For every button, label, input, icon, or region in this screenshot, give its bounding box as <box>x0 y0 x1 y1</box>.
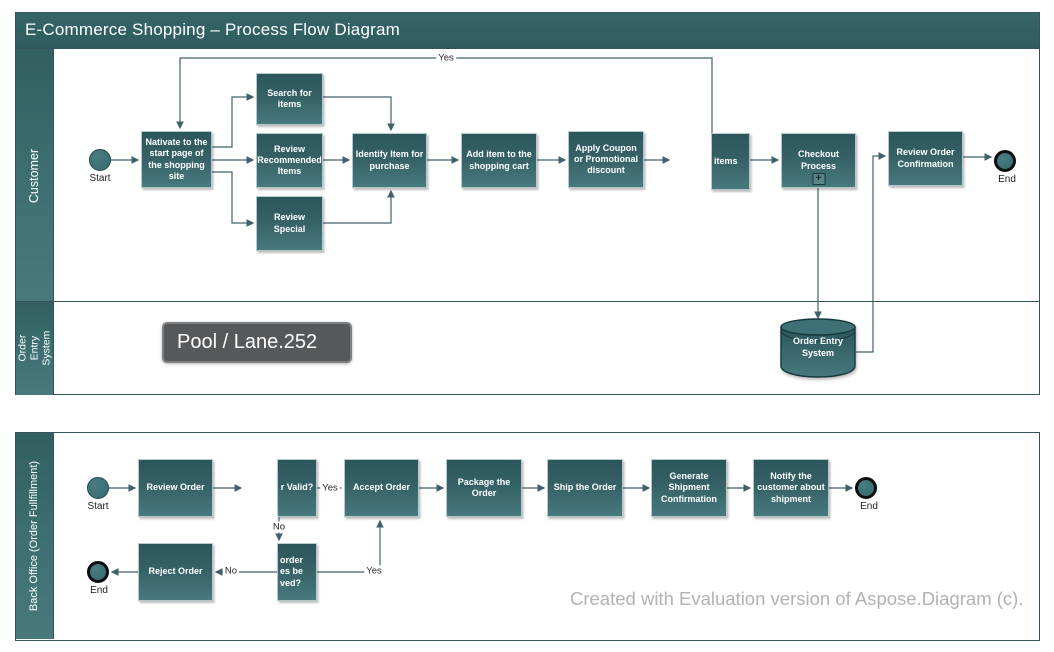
task-ship-order[interactable]: Ship the Order <box>547 459 623 517</box>
evaluation-watermark: Created with Evaluation version of Aspos… <box>570 588 1024 609</box>
lane-order-entry-system[interactable]: Order Entry System <box>16 302 54 395</box>
task-review-recommended-label: Review Recommended Items <box>257 143 322 177</box>
lane-back-office-label: Back Office (Order Fullfillment) <box>28 460 41 612</box>
task-resolve-clipped[interactable]: order es be ved? <box>277 543 317 601</box>
end-event-top-label: End <box>998 174 1016 185</box>
start-event-top[interactable] <box>89 149 111 171</box>
task-accept-order-label: Accept Order <box>352 482 411 493</box>
valid-no-label: No <box>270 521 288 533</box>
datastore-label: Order Entry System <box>792 336 843 358</box>
task-navigate[interactable]: Nativate to the start page of the shoppi… <box>141 131 212 188</box>
task-review-order[interactable]: Review Order <box>138 459 213 517</box>
task-notify-customer-label: Notify the customer about shipment <box>757 471 825 504</box>
task-order-valid-label: r Valid? <box>280 482 314 493</box>
start-event-top-label: Start <box>89 173 111 184</box>
task-navigate-label: Nativate to the start page of the shoppi… <box>145 137 208 181</box>
task-identify-item[interactable]: Identify Item for purchase <box>352 133 427 188</box>
task-items-label: items <box>714 155 738 166</box>
task-review-recommended[interactable]: Review Recommended Items <box>256 133 323 188</box>
pool-title[interactable]: E-Commerce Shopping – Process Flow Diagr… <box>16 13 1039 49</box>
task-review-order-label: Review Order <box>146 482 205 493</box>
task-package-order-label: Package the Order <box>457 476 511 498</box>
lane-tooltip-text: Pool / Lane.252 <box>177 331 318 353</box>
task-checkout-label: Checkout Process <box>797 149 839 171</box>
task-identify-item-label: Identify Item for purchase <box>355 149 424 171</box>
task-generate-confirmation-label: Generate Shipment Confirmation <box>661 471 717 504</box>
task-search-items-label: Search for items <box>267 87 312 109</box>
task-items-clipped[interactable]: items <box>711 133 750 190</box>
task-checkout-process[interactable]: Checkout Process + <box>781 133 856 188</box>
lane-customer-label: Customer <box>27 148 42 203</box>
task-review-confirmation-label: Review Order Confirmation <box>896 147 955 169</box>
end-event-bottom-left-label: End <box>90 585 108 596</box>
task-accept-order[interactable]: Accept Order <box>344 459 419 517</box>
lane-customer[interactable]: Customer <box>16 49 54 302</box>
start-event-bottom[interactable] <box>87 477 109 499</box>
lane-tooltip: Pool / Lane.252 <box>162 322 352 363</box>
task-resolve-label: order es be ved? <box>280 555 304 588</box>
end-event-bottom-right-label: End <box>860 501 878 512</box>
resolve-yes-label: Yes <box>364 565 384 577</box>
task-generate-confirmation[interactable]: Generate Shipment Confirmation <box>651 459 727 517</box>
valid-yes-label: Yes <box>320 482 340 494</box>
task-add-to-cart[interactable]: Add item to the shopping cart <box>461 133 537 188</box>
task-review-special-label: Review Special <box>273 212 306 234</box>
end-event-bottom-right[interactable] <box>855 477 877 499</box>
task-search-items[interactable]: Search for items <box>256 73 323 125</box>
task-notify-customer[interactable]: Notify the customer about shipment <box>753 459 829 517</box>
end-event-bottom-left[interactable] <box>87 561 109 583</box>
task-review-confirmation[interactable]: Review Order Confirmation <box>888 131 963 186</box>
task-add-to-cart-label: Add item to the shopping cart <box>466 149 532 171</box>
start-event-bottom-label: Start <box>87 501 109 512</box>
task-apply-coupon[interactable]: Apply Coupon or Promotional discount <box>568 131 644 188</box>
subprocess-plus-icon: + <box>812 173 825 185</box>
lane-order-entry-label: Order Entry System <box>16 330 53 366</box>
resolve-no-label: No <box>222 565 240 577</box>
task-reject-order[interactable]: Reject Order <box>138 543 213 601</box>
datastore-order-entry[interactable]: Order Entry System <box>778 316 858 378</box>
lane-divider <box>16 300 1039 302</box>
lane-back-office[interactable]: Back Office (Order Fullfillment) <box>16 433 54 639</box>
task-apply-coupon-label: Apply Coupon or Promotional discount <box>573 142 638 176</box>
loop-yes-label: Yes <box>436 52 456 64</box>
task-review-special[interactable]: Review Special <box>256 196 323 251</box>
task-order-valid-clipped[interactable]: r Valid? <box>277 459 317 517</box>
task-reject-order-label: Reject Order <box>148 566 203 577</box>
task-package-order[interactable]: Package the Order <box>446 459 522 517</box>
end-event-top[interactable] <box>994 150 1016 172</box>
task-ship-order-label: Ship the Order <box>553 482 617 493</box>
